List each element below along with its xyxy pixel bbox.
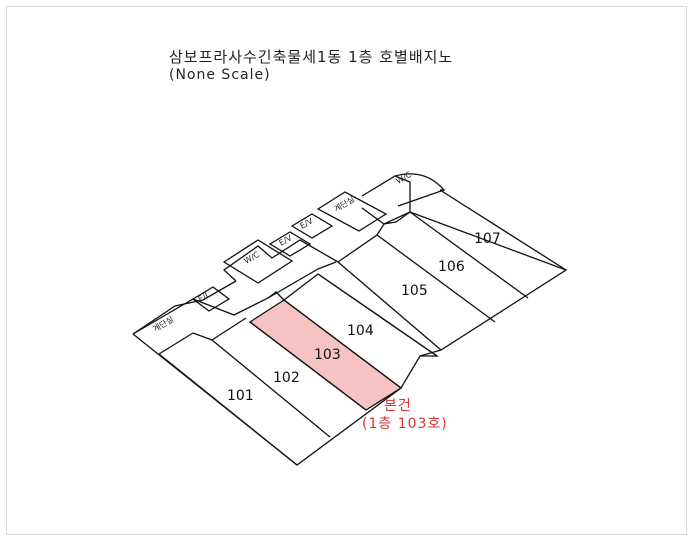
drawing-frame — [6, 6, 687, 535]
room-label-small-room: E/L — [197, 290, 213, 304]
unit-label-102: 102 — [273, 370, 300, 386]
unit-label-105: 105 — [401, 283, 428, 299]
wall-105-106 — [376, 234, 496, 323]
right-block-outline — [337, 211, 568, 357]
wall-corridor-back — [202, 280, 237, 301]
unit-label-101: 101 — [227, 388, 254, 404]
wall-lower-corridor — [158, 353, 298, 466]
unit-label-103: 103 — [314, 347, 341, 363]
room-label-stairs-top: 계단실 — [332, 194, 356, 214]
corridor-wall-upper — [267, 261, 337, 299]
wall-front-101 — [158, 332, 194, 355]
unit-label-104: 104 — [347, 323, 374, 339]
callout-subject-unit: (1층 103호) — [362, 416, 448, 432]
small-room — [191, 286, 231, 312]
wall-103-104 — [283, 299, 402, 389]
room-label-wc-left: W/C — [243, 250, 262, 266]
wall-102-103 — [249, 321, 367, 411]
stairs-left-room — [132, 299, 204, 335]
drawing-title: 삼보프라사수긴축물세1동 1층 호별배지노 — [169, 48, 454, 66]
wc-top-divider — [397, 189, 445, 207]
drawing-subtitle: (None Scale) — [169, 67, 271, 83]
wc-left-room — [222, 239, 294, 284]
wall-107-roof — [439, 189, 567, 271]
wall-104-105 — [317, 273, 438, 357]
unit-label-106: 106 — [438, 259, 465, 275]
ev-upper-shaft — [290, 213, 334, 239]
wall-101-inner — [211, 317, 247, 341]
room-label-ev-upper: E/V — [299, 216, 315, 231]
wall-101-102 — [211, 339, 331, 438]
ev-lower-shaft — [268, 231, 312, 257]
stairs-top-room — [316, 191, 388, 232]
wall-101-left — [192, 332, 213, 341]
wall-106-107 — [409, 211, 529, 299]
wall-105-inner — [337, 261, 442, 351]
callout-subject-label: 본건 — [384, 398, 412, 414]
building-outline — [132, 273, 440, 466]
corridor-wall-lower — [222, 239, 339, 282]
unit-label-107: 107 — [474, 231, 501, 247]
wc-top-room — [361, 175, 411, 225]
